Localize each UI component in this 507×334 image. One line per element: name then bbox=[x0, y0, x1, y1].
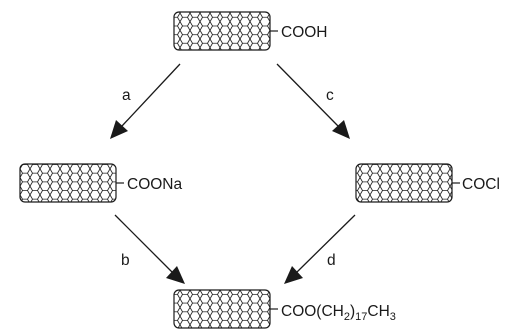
arrow-b bbox=[114, 214, 185, 284]
compound-coona: COONa bbox=[19, 163, 183, 203]
step-c-label: c bbox=[326, 87, 334, 104]
step-d-label: d bbox=[327, 252, 336, 269]
compound-cocl: COCl bbox=[355, 163, 500, 203]
step-b-label: b bbox=[121, 252, 130, 269]
group-ester-label: COO(CH2)17CH3 bbox=[281, 303, 396, 323]
compound-ester: COO(CH2)17CH3 bbox=[173, 289, 396, 329]
group-cooh-label: COOH bbox=[281, 24, 328, 41]
group-cocl-label: COCl bbox=[462, 176, 500, 193]
nanotube-icon bbox=[19, 163, 117, 203]
step-a-label: a bbox=[122, 87, 131, 104]
nanotube-icon bbox=[173, 289, 271, 329]
compound-cooh: COOH bbox=[173, 11, 328, 51]
nanotube-icon bbox=[173, 11, 271, 51]
arrow-d bbox=[284, 214, 356, 284]
group-coona-label: COONa bbox=[127, 176, 183, 193]
arrow-a bbox=[110, 63, 181, 139]
arrow-c bbox=[276, 63, 350, 139]
nanotube-icon bbox=[355, 163, 453, 203]
